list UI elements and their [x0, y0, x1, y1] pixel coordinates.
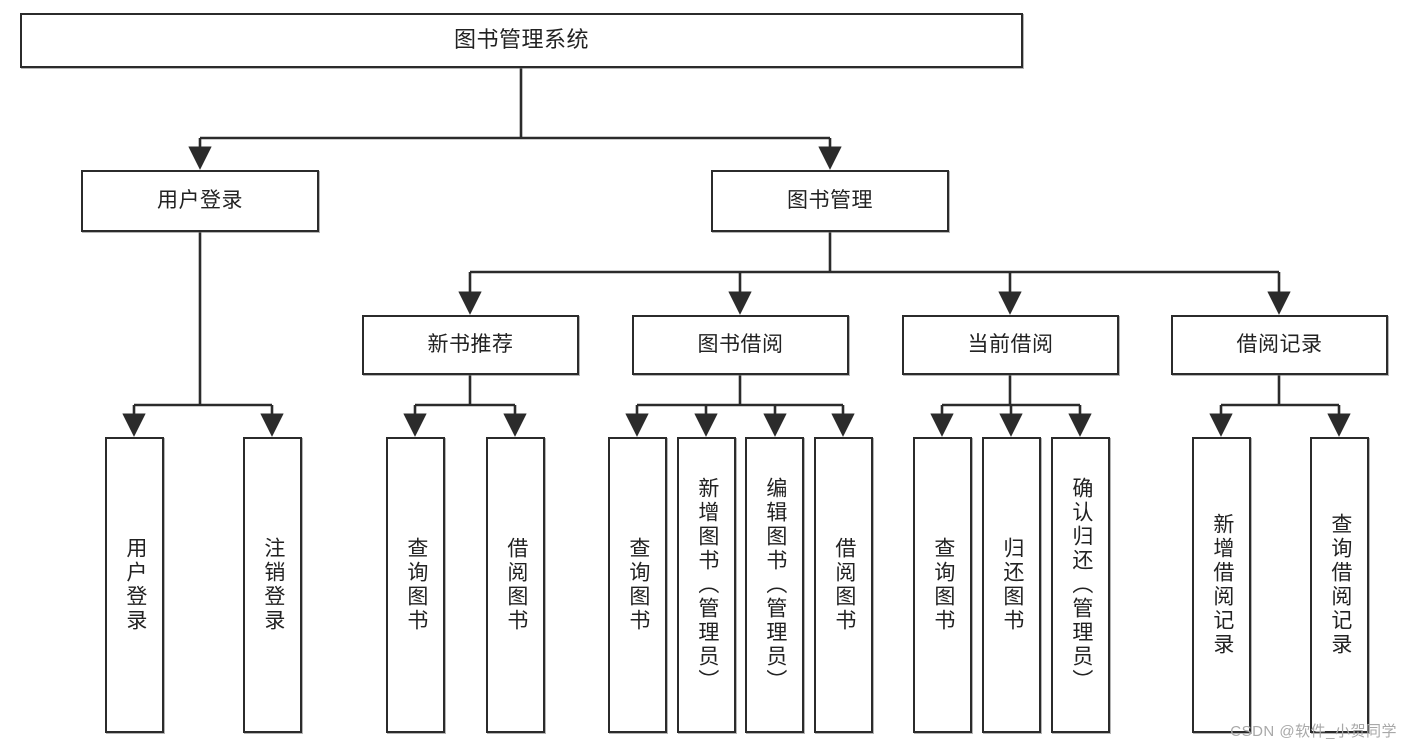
node-label: 编辑图书（管理员） [763, 477, 787, 693]
node-label: 新增图书（管理员） [695, 477, 719, 693]
watermark-text: CSDN @软件_小贺同学 [1230, 723, 1397, 740]
node-label: 归还图书 [1000, 537, 1024, 633]
node-label: 借阅图书 [832, 537, 856, 633]
node-user-login[interactable]: 用户登录 [81, 170, 319, 232]
node-leaf-confirm-return-admin[interactable]: 确认归还（管理员） [1051, 437, 1110, 733]
node-label: 借阅记录 [1236, 333, 1323, 357]
node-label: 新增借阅记录 [1210, 513, 1234, 657]
node-label: 借阅图书 [504, 537, 528, 633]
node-leaf-add-book-admin[interactable]: 新增图书（管理员） [677, 437, 736, 733]
node-label: 查询图书 [931, 537, 955, 633]
node-leaf-return-book[interactable]: 归还图书 [982, 437, 1041, 733]
node-new-book-recommend[interactable]: 新书推荐 [362, 315, 579, 375]
node-borrow-record[interactable]: 借阅记录 [1171, 315, 1388, 375]
node-leaf-query-book-borrow[interactable]: 查询图书 [608, 437, 667, 733]
node-leaf-borrow-book-recommend[interactable]: 借阅图书 [486, 437, 545, 733]
node-book-manage[interactable]: 图书管理 [711, 170, 949, 232]
node-label: 图书管理 [787, 189, 873, 213]
node-leaf-query-book-recommend[interactable]: 查询图书 [386, 437, 445, 733]
node-leaf-user-login[interactable]: 用户登录 [105, 437, 164, 733]
node-label: 用户登录 [157, 189, 243, 213]
node-label: 查询图书 [626, 537, 650, 633]
node-label: 用户登录 [123, 537, 147, 633]
node-leaf-query-borrow-record[interactable]: 查询借阅记录 [1310, 437, 1369, 733]
node-label: 图书管理系统 [453, 27, 589, 53]
node-leaf-borrow-book[interactable]: 借阅图书 [814, 437, 873, 733]
node-book-borrow[interactable]: 图书借阅 [632, 315, 849, 375]
node-leaf-edit-book-admin[interactable]: 编辑图书（管理员） [745, 437, 804, 733]
node-label: 查询借阅记录 [1328, 513, 1352, 657]
node-label: 当前借阅 [967, 333, 1054, 357]
node-label: 图书借阅 [697, 333, 784, 357]
node-label: 查询图书 [404, 537, 428, 633]
node-label: 新书推荐 [427, 333, 514, 357]
node-leaf-add-borrow-record[interactable]: 新增借阅记录 [1192, 437, 1251, 733]
node-label: 注销登录 [261, 537, 285, 633]
node-root-system[interactable]: 图书管理系统 [20, 13, 1023, 68]
node-leaf-logout[interactable]: 注销登录 [243, 437, 302, 733]
node-leaf-query-book-current[interactable]: 查询图书 [913, 437, 972, 733]
node-label: 确认归还（管理员） [1069, 477, 1093, 693]
node-current-borrow[interactable]: 当前借阅 [902, 315, 1119, 375]
